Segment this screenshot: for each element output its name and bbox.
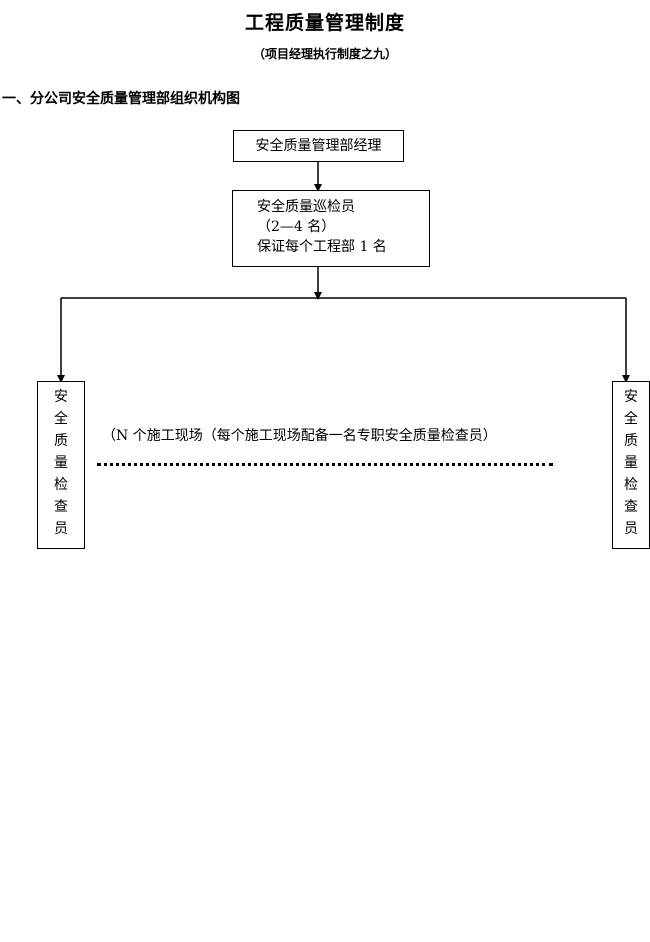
left-box-char: 全 [54, 411, 68, 427]
dotted-continuation-line [97, 463, 553, 466]
right-box-char: 量 [624, 455, 638, 471]
left-inspector-box: 安 全 质 量 检 查 员 [37, 381, 85, 549]
right-box-char: 安 [624, 389, 638, 405]
document-subtitle: （项目经理执行制度之九） [252, 47, 397, 61]
construction-sites-note: （N 个施工现场（每个施工现场配备一名专职安全质量检查员） [102, 428, 497, 444]
left-box-char: 量 [54, 455, 68, 471]
left-box-char: 查 [54, 499, 68, 515]
inspector-box-line3: 保证每个工程部 1 名 [257, 239, 387, 255]
right-inspector-box: 安 全 质 量 检 查 员 [612, 381, 650, 549]
right-box-char: 查 [624, 499, 638, 515]
inspector-box-line2: （2—4 名） [257, 219, 336, 235]
section-heading: 一、分公司安全质量管理部组织机构图 [2, 91, 240, 107]
right-box-char: 检 [624, 477, 638, 493]
manager-box: 安全质量管理部经理 [233, 130, 404, 162]
right-box-char: 质 [624, 433, 638, 449]
document-title: 工程质量管理制度 [244, 12, 405, 34]
right-box-char: 全 [624, 411, 638, 427]
manager-box-label: 安全质量管理部经理 [255, 138, 382, 154]
left-box-char: 安 [54, 389, 68, 405]
right-box-char: 员 [624, 521, 638, 537]
left-box-char: 员 [54, 521, 68, 537]
inspector-box: 安全质量巡检员 （2—4 名） 保证每个工程部 1 名 [232, 190, 430, 267]
inspector-box-line1: 安全质量巡检员 [257, 199, 355, 215]
left-box-char: 检 [54, 477, 68, 493]
left-box-char: 质 [54, 433, 68, 449]
